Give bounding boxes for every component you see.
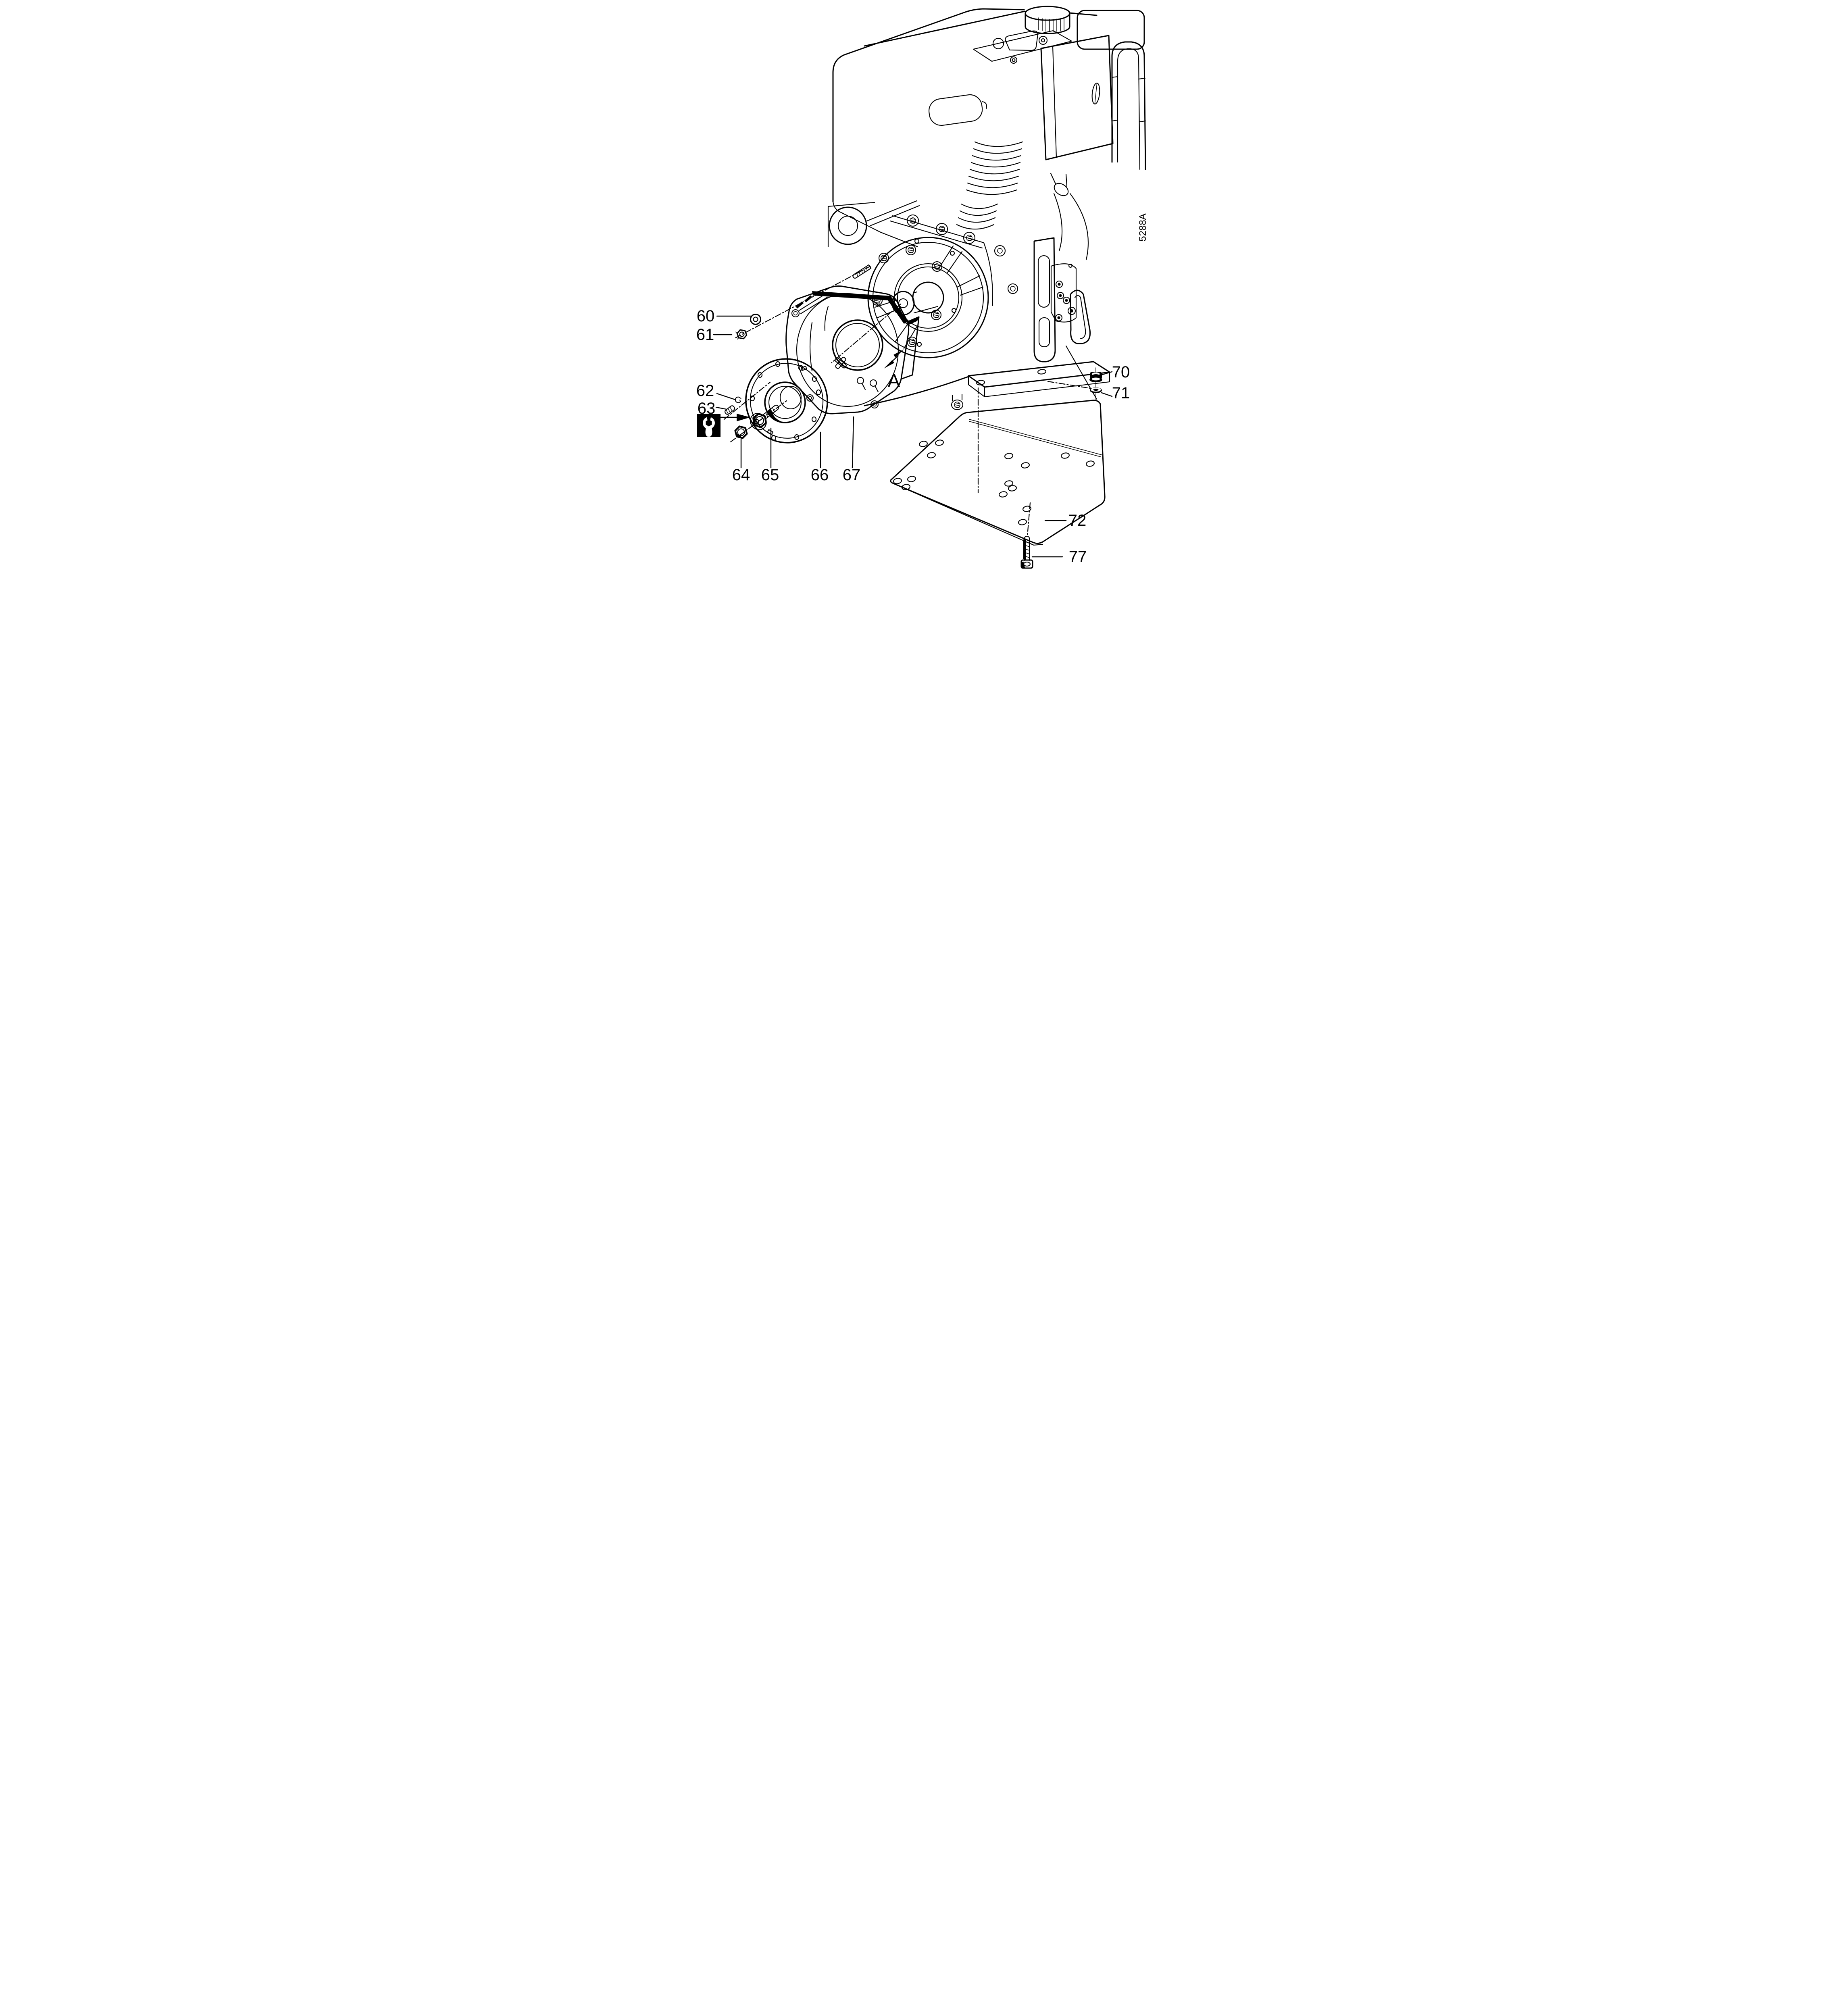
leader-67 [852, 416, 854, 469]
mounting-plate [890, 400, 1106, 546]
underside-boss [951, 394, 964, 410]
axis-stud-60-61 [735, 265, 871, 339]
leader-62 [716, 393, 736, 400]
callout-60: 60 [697, 307, 715, 325]
bolt-77 [1020, 535, 1033, 569]
gasket-plate [1050, 263, 1077, 323]
callout-67: 67 [843, 466, 861, 484]
dimension-arrow-A [884, 349, 904, 369]
plate-holes [893, 439, 1095, 525]
leader-71 [1101, 392, 1113, 397]
callout-77: 77 [1069, 548, 1087, 566]
leader-lines [713, 315, 1113, 558]
tank-top-edge [864, 10, 1026, 47]
leader-63 [715, 406, 727, 410]
handle-loop [1111, 41, 1146, 170]
callout-70: 70 [1112, 363, 1130, 381]
callout-66: 66 [811, 466, 829, 484]
flange-nut-64 [734, 425, 748, 439]
callout-labels: 60 61 62 63 64 65 66 67 70 71 72 77 A [696, 307, 1130, 566]
axis-bolt-77 [1027, 502, 1031, 537]
left-boss [827, 202, 875, 248]
locknut-70 [1089, 372, 1102, 382]
exhaust-stub [1050, 173, 1089, 260]
crankcase-bosses [906, 214, 1018, 294]
wrench-arrow-head [737, 414, 750, 421]
fuel-tank-outline [832, 8, 1025, 202]
callout-61: 61 [696, 326, 714, 344]
callout-71: 71 [1112, 384, 1130, 402]
tank-top-bracket [973, 30, 1072, 64]
fuel-tank-bottom-edge [832, 200, 918, 248]
axis-70-71 [1047, 381, 1091, 389]
exploded-parts-diagram: 60 61 62 63 64 65 66 67 70 71 72 77 A 52… [691, 0, 1152, 572]
tank-recess [929, 94, 983, 126]
tank-recess-curl [981, 101, 987, 110]
housing-shading-right [888, 296, 908, 324]
callout-62: 62 [696, 382, 714, 400]
axis-62-63 [723, 381, 771, 420]
housing-shading-top [812, 291, 891, 300]
callout-72: 72 [1068, 512, 1087, 529]
wrench-icon [703, 414, 715, 437]
axis-64-65 [730, 400, 787, 443]
engine-foot [968, 361, 1110, 398]
figure-number: 5288A [1137, 213, 1148, 241]
center-axes [723, 265, 1096, 537]
callout-63: 63 [698, 400, 716, 417]
cooling-fins-lower [956, 203, 998, 230]
housing-shading-side [907, 317, 919, 326]
parts-diagram-page: 60 61 62 63 64 65 66 67 70 71 72 77 A 52… [691, 0, 1152, 572]
housing-side-face [900, 316, 920, 380]
muffler-cover [1040, 35, 1114, 160]
callout-64: 64 [732, 466, 750, 484]
wrench-required-badge [697, 414, 750, 437]
leader-70 [1100, 371, 1113, 376]
washer-60 [750, 314, 761, 325]
lock-washer-62 [735, 396, 741, 403]
dimension-label-A: A [888, 370, 900, 391]
cooling-fins-upper [966, 141, 1023, 195]
side-strap-bracket [1033, 237, 1056, 362]
fuel-cap [1025, 6, 1070, 34]
callout-65: 65 [761, 466, 779, 484]
rear-cowl [1077, 10, 1145, 50]
axis-main-bore [831, 303, 902, 364]
kidney-bracket [1070, 289, 1091, 344]
hex-nut-61 [735, 329, 748, 339]
tank-top-rear-edge [1068, 12, 1097, 16]
screw-63 [725, 405, 735, 415]
engine-body [827, 6, 1146, 410]
washer-71 [1090, 387, 1102, 393]
